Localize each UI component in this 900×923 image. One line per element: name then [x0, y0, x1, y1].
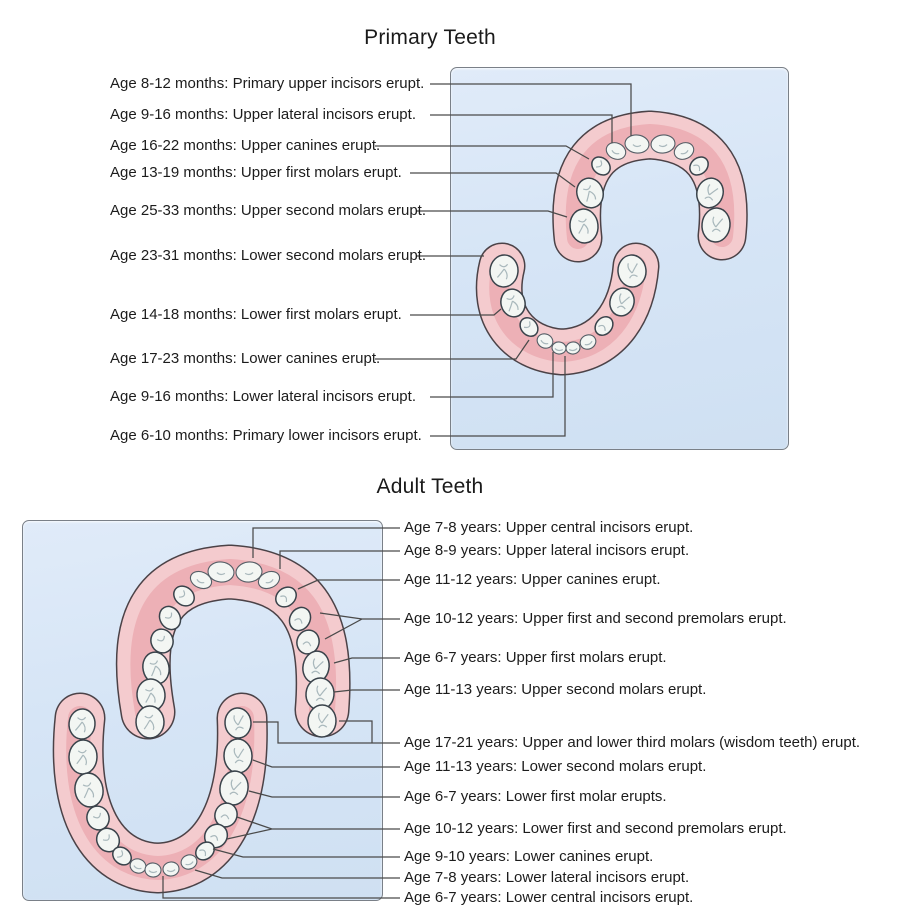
adult-label-lower-canines: Age 9-10 years: Lower canines erupt.: [404, 848, 654, 865]
adult-label-upper-premolars: Age 10-12 years: Upper first and second …: [404, 610, 787, 627]
adult-label-upper-first-molars: Age 6-7 years: Upper first molars erupt.: [404, 649, 667, 666]
adult-label-third-molars-wisdom: Age 17-21 years: Upper and lower third m…: [404, 734, 861, 751]
adult-label-upper-lateral-incisors: Age 8-9 years: Upper lateral incisors er…: [404, 542, 690, 559]
adult-label-lower-lateral-incisors: Age 7-8 years: Lower lateral incisors er…: [404, 869, 690, 886]
primary-label-lower-incisors: Age 6-10 months: Primary lower incisors …: [110, 427, 422, 444]
adult-label-lower-first-molar: Age 6-7 years: Lower first molar erupts.: [404, 788, 667, 805]
adult-label-upper-canines: Age 11-12 years: Upper canines erupt.: [404, 571, 661, 588]
primary-label-upper-incisors: Age 8-12 months: Primary upper incisors …: [110, 75, 425, 92]
primary-teeth-panel: [450, 67, 789, 450]
adult-section-title: Adult Teeth: [376, 475, 484, 498]
adult-label-upper-second-molars: Age 11-13 years: Upper second molars eru…: [404, 681, 707, 698]
adult-label-lower-central-incisors: Age 6-7 years: Lower central incisors er…: [404, 889, 694, 906]
primary-label-upper-second-molars: Age 25-33 months: Upper second molars er…: [110, 202, 427, 219]
adult-label-upper-central-incisors: Age 7-8 years: Upper central incisors er…: [404, 519, 694, 536]
adult-teeth-panel: [22, 520, 383, 901]
primary-label-lower-lateral-incisors: Age 9-16 months: Lower lateral incisors …: [110, 388, 416, 405]
primary-label-lower-first-molars: Age 14-18 months: Lower first molars eru…: [110, 306, 402, 323]
primary-label-lower-second-molars: Age 23-31 months: Lower second molars er…: [110, 247, 427, 264]
primary-label-lower-canines: Age 17-23 months: Lower canines erupt.: [110, 350, 381, 367]
primary-label-upper-lateral-incisors: Age 9-16 months: Upper lateral incisors …: [110, 106, 416, 123]
primary-section-title: Primary Teeth: [364, 26, 496, 49]
primary-label-upper-canines: Age 16-22 months: Upper canines erupt.: [110, 137, 381, 154]
primary-label-upper-first-molars: Age 13-19 months: Upper first molars eru…: [110, 164, 402, 181]
adult-label-lower-second-molars: Age 11-13 years: Lower second molars eru…: [404, 758, 707, 775]
adult-label-lower-premolars: Age 10-12 years: Lower first and second …: [404, 820, 787, 837]
